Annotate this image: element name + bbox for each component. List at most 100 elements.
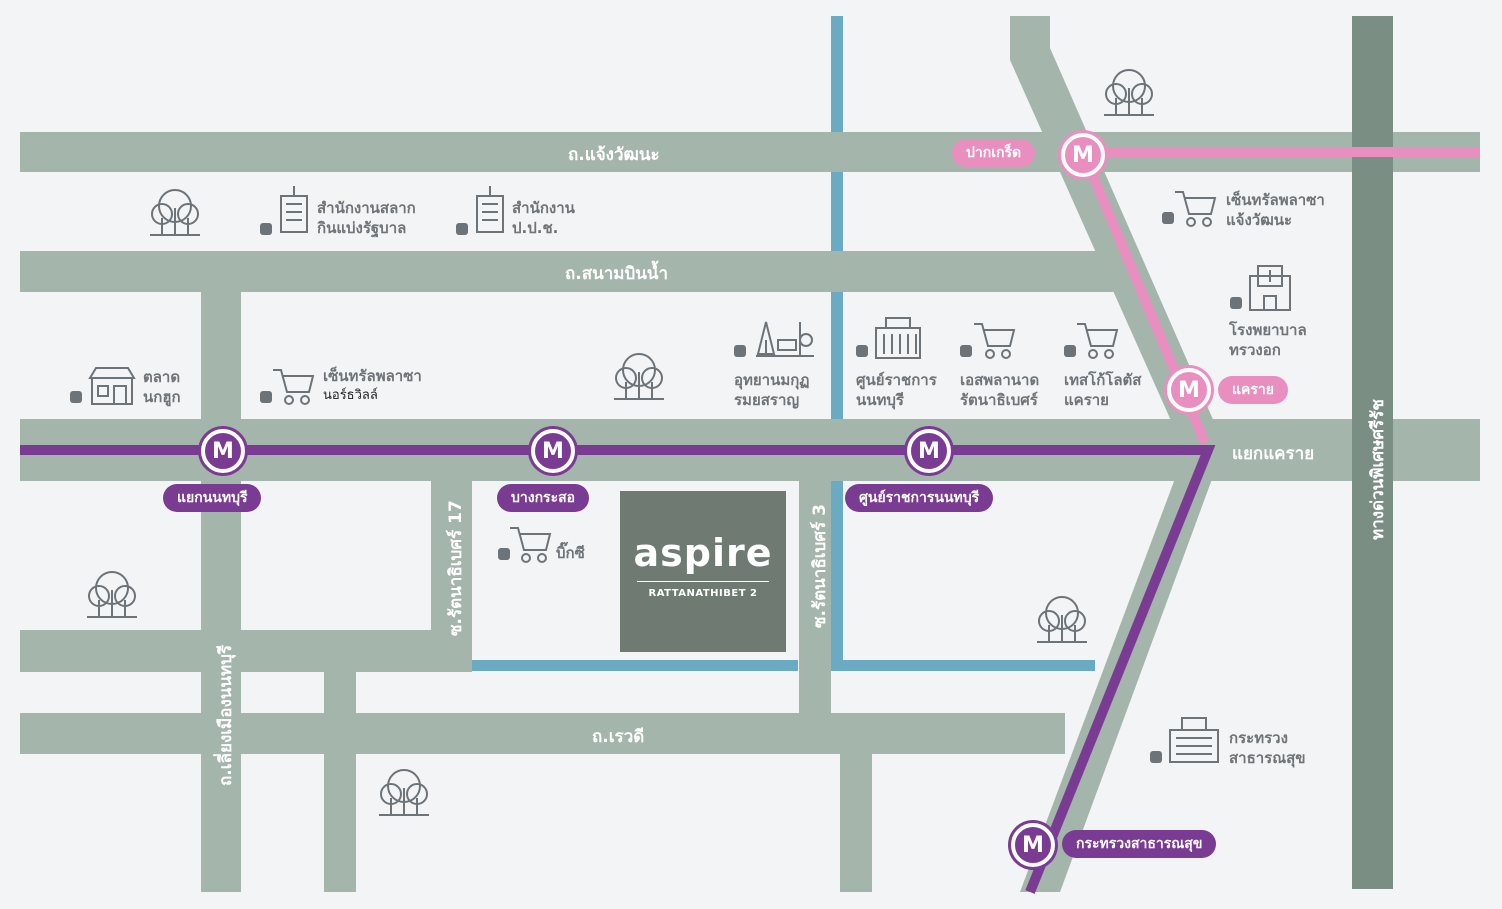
tree-icon <box>379 769 429 816</box>
poi-line: ศูนย์ราชการ <box>856 371 937 389</box>
canal-vertical <box>831 16 843 671</box>
metro-station-icon[interactable]: M <box>1011 823 1055 867</box>
canal-south-west <box>472 660 798 671</box>
poi-line: เซ็นทรัลพลาซา <box>1226 191 1325 209</box>
project-brand: aspire <box>633 531 773 575</box>
poi-line: ป.ป.ช. <box>512 219 559 237</box>
poi-marker <box>456 223 468 235</box>
poi-line: เซ็นทรัลพลาซา <box>323 367 422 385</box>
poi-ministry-health: กระทรวง สาธารณสุข <box>1229 728 1306 768</box>
shopping-cart-icon <box>510 527 552 563</box>
road-label-khae-rai-junction: แยกแคราย <box>1232 444 1315 464</box>
poi-line: แคราย <box>1064 391 1109 409</box>
road-label-sanambin-nam: ถ.สนามบินน้ำ <box>565 264 669 284</box>
station-label-bang-krasor[interactable]: บางกระสอ <box>497 484 590 512</box>
poi-line: เทสโก้โลตัส <box>1064 371 1142 389</box>
office-building-icon <box>476 186 504 233</box>
poi-line: รมยสราญ <box>734 391 800 409</box>
road-label-revadi: ถ.เรวดี <box>592 727 645 747</box>
road-soi3 <box>799 481 831 713</box>
poi-marker <box>960 345 972 357</box>
poi-chest-hospital: โรงพยาบาล ทรวงอก <box>1229 320 1307 360</box>
poi-line: นอร์ธวิลล์ <box>323 388 378 403</box>
poi-marker <box>260 223 272 235</box>
poi-line: นนทบุรี <box>856 391 904 409</box>
shopping-cart-icon <box>1175 191 1217 227</box>
poi-line: โรงพยาบาล <box>1229 321 1307 339</box>
market-icon <box>88 367 136 405</box>
poi-line: บิ๊กซี <box>556 544 585 562</box>
station-label-khae-rai[interactable]: แคราย <box>1218 376 1288 404</box>
tree-icon <box>1104 69 1154 116</box>
station-label-government-center[interactable]: ศูนย์ราชการนนทบุรี <box>845 484 994 512</box>
poi-marker <box>856 345 868 357</box>
road-liang-mueang <box>201 292 241 892</box>
poi-line: เอสพลานาด <box>960 371 1040 389</box>
poi-line: อุทยานมกุฏ <box>734 371 810 389</box>
poi-marker <box>1064 345 1076 357</box>
poi-central-chaengwattana: เซ็นทรัลพลาซา แจ้งวัฒนะ <box>1226 190 1325 230</box>
poi-line: สำนักงาน <box>512 199 575 217</box>
road-sanambin-nam <box>20 251 1120 292</box>
poi-line: กินแบ่งรัฐบาล <box>317 219 407 237</box>
canals <box>472 16 1095 671</box>
road-revadi <box>20 713 1065 754</box>
poi-line: รัตนาธิเบศร์ <box>960 391 1038 409</box>
station-label-pak-kret[interactable]: ปากเกร็ด <box>952 139 1036 167</box>
canal-south-east <box>843 660 1095 671</box>
poi-nokhook-market: ตลาด นกฮูก <box>143 367 181 407</box>
government-building-icon <box>875 317 921 359</box>
shopping-cart-icon <box>974 323 1016 359</box>
office-building-icon <box>280 186 308 233</box>
poi-nacc-office: สำนักงาน ป.ป.ช. <box>512 198 575 238</box>
poi-esplanade: เอสพลานาด รัตนาธิเบศร์ <box>960 370 1039 410</box>
station-label-ministry-health[interactable]: กระทรวงสาธารณสุข <box>1062 830 1217 858</box>
road-west-minor <box>20 630 472 672</box>
metro-station-icon[interactable]: M <box>1061 133 1105 177</box>
poi-marker <box>70 391 82 403</box>
poi-gov-center: ศูนย์ราชการ นนทบุรี <box>856 370 937 410</box>
road-south-minor <box>840 754 872 892</box>
tree-icon <box>1037 596 1087 643</box>
poi-monument-park: อุทยานมกุฏ รมยสราญ <box>734 370 809 410</box>
poi-line: สำนักงานสลาก <box>317 199 416 217</box>
tree-icon <box>614 353 664 400</box>
park-icon <box>756 321 814 357</box>
shopping-cart-icon <box>1077 323 1119 359</box>
poi-tesco-khaerai: เทสโก้โลตัส แคราย <box>1064 370 1141 410</box>
metro-station-icon[interactable]: M <box>1167 368 1211 412</box>
road-soi17 <box>431 481 472 672</box>
poi-marker <box>498 548 510 560</box>
purple-line <box>20 445 1216 894</box>
divider <box>637 581 769 582</box>
poi-marker <box>260 391 272 403</box>
poi-marker <box>1162 212 1174 224</box>
poi-central-northville: เซ็นทรัลพลาซา นอร์ธวิลล์ <box>323 366 422 406</box>
road-label-chaeng-watthana: ถ.แจ้งวัฒนะ <box>568 145 660 165</box>
road-label-expressway: ทางด่วนพิเศษศรีรัช <box>1368 399 1388 540</box>
road-label-liang-mueang: ถ.เลี่ยงเมืองนนทบุรี <box>216 644 236 786</box>
project-subtitle: RATTANATHIBET 2 <box>648 588 758 599</box>
poi-marker <box>1230 297 1242 309</box>
tree-icon <box>150 189 200 236</box>
station-label-nonthaburi-junction[interactable]: แยกนนทบุรี <box>163 484 262 512</box>
poi-line: นกฮูก <box>143 388 181 406</box>
poi-marker <box>734 345 746 357</box>
tree-icon <box>87 571 137 618</box>
metro-station-icon[interactable]: M <box>531 429 575 473</box>
project-location[interactable]: aspire RATTANATHIBET 2 <box>620 491 786 652</box>
poi-marker <box>1150 751 1162 763</box>
poi-line: สาธารณสุข <box>1229 749 1306 767</box>
metro-station-icon[interactable]: M <box>201 429 245 473</box>
poi-line: กระทรวง <box>1229 729 1288 747</box>
metro-station-icon[interactable]: M <box>907 429 951 473</box>
ministry-building-icon <box>1169 717 1219 763</box>
poi-line: แจ้งวัฒนะ <box>1226 211 1293 229</box>
road-west-lower <box>324 672 356 892</box>
poi-lottery-office: สำนักงานสลาก กินแบ่งรัฐบาล <box>317 198 416 238</box>
poi-line: ทรวงอก <box>1229 341 1281 359</box>
poi-line: ตลาด <box>143 368 181 386</box>
hospital-icon <box>1249 265 1291 311</box>
road-expressway <box>1352 16 1393 889</box>
